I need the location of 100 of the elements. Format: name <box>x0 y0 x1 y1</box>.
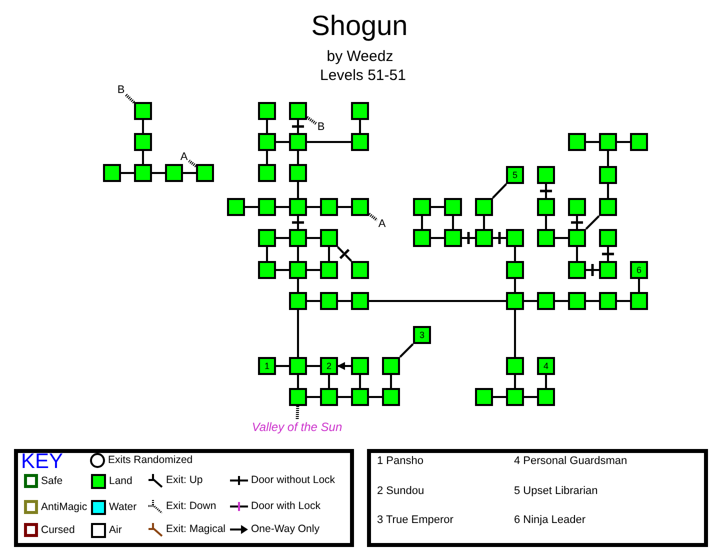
passage-line <box>297 216 299 222</box>
passage-line <box>470 237 475 239</box>
door-bar <box>339 248 350 260</box>
room-box <box>599 198 617 216</box>
exit-line <box>188 160 197 168</box>
passage-line <box>297 182 299 198</box>
passage-line <box>307 300 320 302</box>
passage-line <box>524 300 537 302</box>
passage-line <box>307 365 320 367</box>
exit-label: Valley of the Sun <box>244 420 350 434</box>
room-box <box>289 388 307 406</box>
passage-line <box>369 300 506 302</box>
room-box <box>134 133 152 151</box>
passage-line <box>607 255 609 261</box>
room-box <box>320 292 338 310</box>
legend-text: Exit: Down <box>166 501 216 512</box>
passage-line <box>514 279 516 292</box>
legend-text: Exit: Up <box>166 475 203 486</box>
legend-text: Cursed <box>41 524 75 536</box>
room-box <box>289 357 307 375</box>
boss-name: 4 Personal Guardsman <box>514 456 628 467</box>
passage-line <box>576 216 578 222</box>
passage-line <box>493 396 506 398</box>
passage-line <box>183 172 196 174</box>
boss-name: 1 Pansho <box>377 456 424 467</box>
room-box <box>599 166 617 184</box>
passage-line <box>359 120 361 133</box>
legend-text: Safe <box>41 476 63 486</box>
room-box <box>258 102 276 120</box>
passage-line <box>390 375 392 388</box>
exit-letter: A <box>377 218 387 230</box>
room-box: 6 <box>630 261 648 279</box>
room-box: 4 <box>537 357 555 375</box>
passage-line <box>266 120 268 133</box>
door-bar <box>591 264 594 276</box>
passage-line <box>607 184 609 198</box>
passage-line <box>297 120 299 126</box>
passage-line <box>328 375 330 388</box>
passage-line <box>514 375 516 388</box>
room-box <box>506 388 524 406</box>
key-heading: KEY <box>21 451 64 472</box>
passage-line <box>297 310 299 357</box>
passage-line <box>493 237 498 239</box>
room-box <box>599 229 617 247</box>
passage-line <box>266 247 268 261</box>
passage-line <box>500 237 506 239</box>
room-box <box>134 164 152 182</box>
room-box <box>258 261 276 279</box>
room-box <box>537 229 555 247</box>
passage-line <box>369 396 382 398</box>
legend-text: Exits Randomized <box>108 455 193 466</box>
passage-line <box>452 216 454 229</box>
passage-line <box>297 247 299 261</box>
room-box <box>258 133 276 151</box>
door-bar <box>602 252 614 256</box>
legend-text: Door without Lock <box>251 475 336 486</box>
passage-line <box>576 247 578 261</box>
boss-name: 5 Upset Librarian <box>514 486 598 497</box>
room-box <box>165 164 183 182</box>
legend-text: Water <box>109 502 137 513</box>
room-box <box>351 261 369 279</box>
passage-line <box>555 237 568 239</box>
passage-line <box>276 237 289 239</box>
subtitle: by Weedz <box>326 49 394 64</box>
room-box <box>320 261 338 279</box>
passage-line <box>638 279 640 292</box>
legend-text: Door with Lock <box>251 501 320 512</box>
legend-text: Air <box>109 525 122 536</box>
room-box <box>351 102 369 120</box>
passage-line <box>307 206 320 208</box>
room-box <box>103 164 121 182</box>
passage-line <box>431 206 444 208</box>
exit-letter: A <box>179 150 189 164</box>
room-box <box>289 292 307 310</box>
door-bar <box>292 125 304 128</box>
room-box <box>382 388 400 406</box>
room-box <box>413 229 431 247</box>
door-bar <box>540 190 552 192</box>
room-box <box>506 357 524 375</box>
room-box <box>568 133 586 151</box>
passage-line <box>555 300 568 302</box>
room-box <box>382 357 400 375</box>
passage-line <box>276 365 289 367</box>
passage-line <box>586 300 599 302</box>
exit-letter: B <box>116 84 126 96</box>
passage-line <box>142 151 144 164</box>
boss-name: 3 True Emperor <box>377 515 454 526</box>
passage-line <box>297 151 299 164</box>
exit-line <box>368 212 378 222</box>
passage-line <box>617 141 630 143</box>
passage-line <box>576 224 578 229</box>
passage-line <box>607 247 609 253</box>
passage-line <box>338 206 351 208</box>
passage-line <box>421 216 423 229</box>
room-box <box>444 229 462 247</box>
passage-line <box>337 246 344 254</box>
room-box <box>568 198 586 216</box>
passage-line <box>431 237 444 239</box>
room-box <box>568 261 586 279</box>
room-box <box>289 198 307 216</box>
